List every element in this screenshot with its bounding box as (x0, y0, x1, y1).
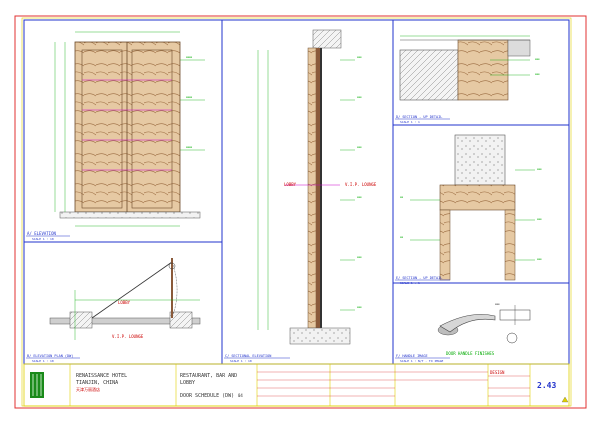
sheet-number: 2.43 (537, 381, 556, 390)
detail2-label: E/ SECTION - UP DETAIL (396, 276, 442, 280)
svg-text:≡≡≡: ≡≡≡ (357, 96, 362, 99)
section-scale: SCALE 1 : 10 (230, 359, 252, 363)
svg-text:≡≡≡: ≡≡≡ (357, 56, 362, 59)
svg-text:≡≡≡: ≡≡≡ (357, 196, 362, 199)
svg-text:≡≡≡: ≡≡≡ (495, 303, 500, 306)
svg-text:≡≡: ≡≡ (400, 236, 404, 239)
elevation-scale: SCALE 1 : 10 (32, 237, 54, 241)
svg-text:≡≡≡: ≡≡≡ (357, 146, 362, 149)
svg-text:≡≡≡: ≡≡≡ (537, 218, 542, 221)
section-drawing: ≡≡≡ ≡≡≡ ≡≡≡ ≡≡≡ ≡≡≡ ≡≡≡ (257, 29, 362, 345)
detail2-drawing: ≡≡≡ ≡≡≡ ≡≡≡ ≡≡ ≡≡ (400, 134, 542, 281)
handle-caption: DOOR HANDLE FINISHES (446, 351, 495, 356)
plan-lobby-tag: LOBBY (118, 300, 131, 305)
elevation-title: A/ ELEVATION SCALE 1 : 10 (26, 231, 70, 241)
detail2-title: E/ SECTION - UP DETAIL SCALE 1 : 1 (395, 276, 450, 285)
svg-text:≡≡≡≡: ≡≡≡≡ (186, 146, 193, 149)
svg-text:≡≡≡≡: ≡≡≡≡ (186, 56, 193, 59)
sheet-border (14, 15, 587, 409)
handle-scale: SCALE 1 : N/T - TO IMAGE (400, 359, 444, 363)
plan-door-drawing (49, 258, 201, 340)
area-line1: RESTAURANT, BAR AND (180, 373, 237, 379)
svg-text:≡≡≡: ≡≡≡ (537, 168, 542, 171)
drawing-title: DOOR SCHEDULE (DW) (180, 393, 234, 399)
north-arrow-icon (561, 396, 569, 403)
svg-text:≡≡≡: ≡≡≡ (357, 306, 362, 309)
svg-text:≡≡≡≡: ≡≡≡≡ (186, 96, 193, 99)
detail1-scale: SCALE 1 : 1 (400, 120, 420, 124)
plan-label: B/ ELEVATION PLAN (DW) (27, 354, 73, 358)
svg-text:≡≡≡: ≡≡≡ (537, 258, 542, 261)
section-lobby-tag: LOBBY (284, 182, 297, 187)
handle-title: DOOR HANDLE FINISHES F/ HANDLE IMAGE SCA… (395, 351, 495, 363)
handle-label: F/ HANDLE IMAGE (396, 354, 428, 358)
detail2-scale: SCALE 1 : 1 (400, 281, 420, 285)
elevation-label: A/ ELEVATION (27, 231, 56, 236)
section-title: C/ SECTIONAL ELEVATION SCALE 1 : 10 (224, 354, 290, 363)
section-label: C/ SECTIONAL ELEVATION (225, 354, 271, 358)
svg-text:≡≡: ≡≡ (400, 196, 404, 199)
design-stamp: DESIGN (490, 370, 505, 375)
project-chinese: 天津万丽酒店 (76, 386, 100, 392)
project-name: RENAISSANCE HOTEL (76, 373, 127, 379)
drawing-code: 04 (238, 393, 243, 398)
elevation-door-drawing: ≡≡≡≡ ≡≡≡≡ ≡≡≡≡ (54, 31, 205, 227)
plan-vip-tag: V.I.P. LOUNGE (112, 334, 144, 339)
svg-text:≡≡≡: ≡≡≡ (357, 256, 362, 259)
detail1-label: D/ SECTION - UP DETAIL (396, 115, 442, 119)
svg-text:≡≡≡: ≡≡≡ (535, 73, 540, 76)
section-vip-tag: V.I.P. LOUNGE (345, 182, 377, 187)
plan-title: B/ ELEVATION PLAN (DW) SCALE 1 : 10 (26, 354, 80, 363)
detail1-title: D/ SECTION - UP DETAIL SCALE 1 : 1 (395, 115, 450, 124)
handle-image: ≡≡≡ (437, 303, 531, 344)
plan-scale: SCALE 1 : 10 (32, 359, 54, 363)
svg-text:≡≡≡: ≡≡≡ (535, 58, 540, 61)
project-city: TIANJIN, CHINA (76, 380, 118, 386)
area-line2: LOBBY (180, 380, 195, 386)
detail1-drawing: ≡≡≡ ≡≡≡ (399, 35, 540, 101)
title-block (23, 363, 570, 407)
